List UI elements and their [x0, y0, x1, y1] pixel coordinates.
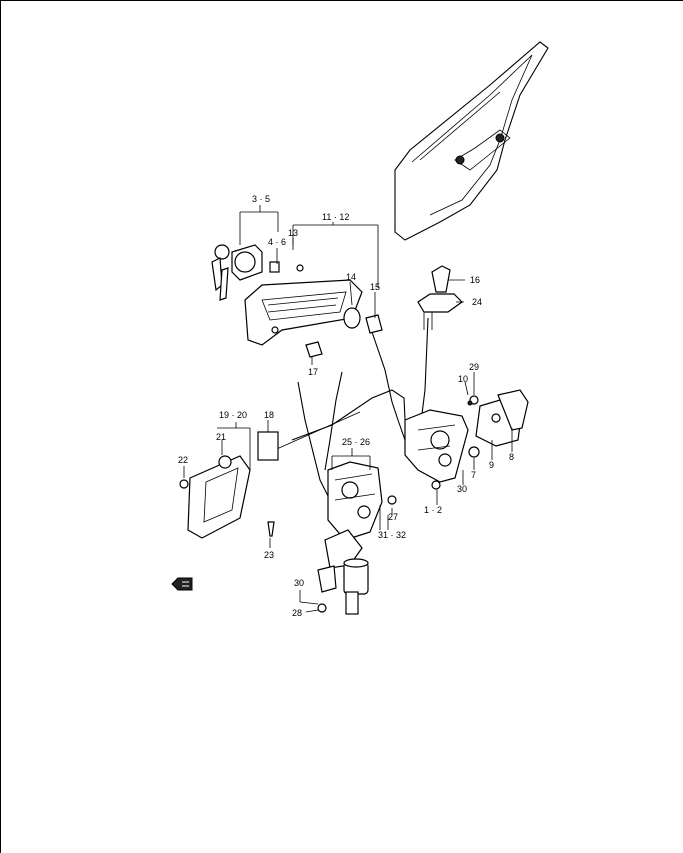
front-door-outline: [394, 41, 549, 241]
door-lock-actuator: [317, 461, 397, 615]
fwd-arrow-icon: [171, 577, 193, 591]
inside-door-handle: [179, 431, 279, 539]
lock-knob: [417, 265, 463, 330]
callout-24: 24: [472, 297, 482, 307]
outside-door-handle: [244, 264, 383, 346]
callout-16: 16: [470, 275, 480, 285]
callout-27: 27: [388, 512, 398, 522]
callout-29: 29: [469, 362, 479, 372]
callout-18: 18: [264, 410, 274, 420]
callout-31-32: 31 · 32: [378, 530, 406, 540]
callout-30-actuator: 30: [294, 578, 304, 588]
callout-11-12: 11 · 12: [322, 212, 349, 222]
callout-14: 14: [346, 272, 356, 282]
door-striker: [467, 389, 529, 458]
callout-21: 21: [216, 432, 226, 442]
linkage-rods: [269, 317, 429, 501]
callout-17: 17: [308, 367, 318, 377]
callout-22: 22: [178, 455, 188, 465]
callout-13: 13: [288, 228, 298, 238]
key-cylinder-assembly: [211, 244, 280, 301]
callout-4-6: 4 · 6: [268, 237, 286, 247]
callout-30-latch: 30: [457, 484, 467, 494]
callout-3-5: 3 · 5: [252, 194, 270, 204]
callout-1-2: 1 · 2: [424, 505, 442, 515]
callout-8: 8: [509, 452, 514, 462]
callout-7: 7: [471, 470, 476, 480]
callout-28: 28: [292, 608, 302, 618]
callout-10: 10: [458, 374, 468, 384]
callout-23: 23: [264, 550, 274, 560]
callout-19-20: 19 · 20: [219, 410, 247, 420]
callout-9: 9: [489, 460, 494, 470]
callout-15: 15: [370, 282, 380, 292]
door-latch-assembly: [404, 409, 469, 490]
handle-clip: [305, 341, 323, 358]
callout-25-26: 25 · 26: [342, 437, 370, 447]
leader-lines: [183, 205, 513, 613]
